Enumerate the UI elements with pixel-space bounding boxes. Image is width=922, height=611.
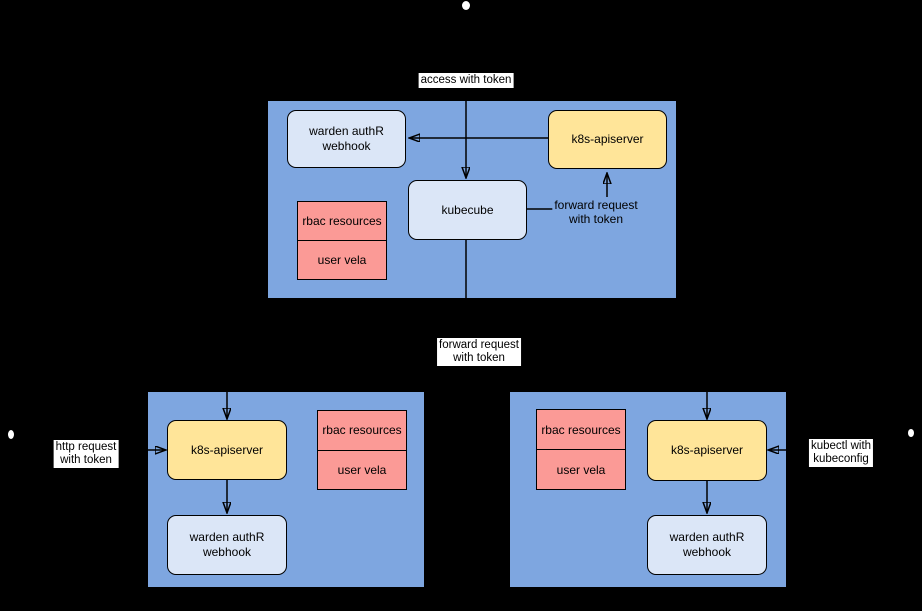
right-apiserver-node: k8s-apiserver bbox=[647, 420, 767, 481]
right-rbac-stack: rbac resources user vela bbox=[536, 409, 626, 490]
left-rbac-resources-cell: rbac resources bbox=[322, 423, 402, 438]
right-user-vela-cell: user vela bbox=[537, 449, 625, 489]
forward-request-top-label: forward request with token bbox=[552, 197, 640, 227]
top-rbac-resources-cell: rbac resources bbox=[302, 214, 382, 228]
kubecube-node: kubecube bbox=[408, 180, 527, 240]
left-apiserver-node: k8s-apiserver bbox=[167, 420, 287, 480]
access-with-token-label: access with token bbox=[418, 73, 514, 88]
top-rbac-stack: rbac resources user vela bbox=[297, 201, 387, 280]
top-user-vela-cell: user vela bbox=[298, 240, 386, 279]
top-warden-webhook-node: warden authR webhook bbox=[287, 110, 406, 168]
kubectl-kubeconfig-label: kubectl with kubeconfig bbox=[808, 439, 874, 467]
top-apiserver-node: k8s-apiserver bbox=[548, 110, 667, 169]
right-rbac-resources-cell: rbac resources bbox=[541, 422, 621, 437]
forward-request-mid-label: forward request with token bbox=[437, 338, 521, 366]
right-user-icon bbox=[908, 429, 914, 437]
left-user-vela-cell: user vela bbox=[318, 449, 406, 490]
left-rbac-stack: rbac resources user vela bbox=[317, 410, 407, 490]
left-user-icon bbox=[8, 430, 14, 439]
top-user-icon bbox=[462, 1, 470, 10]
http-request-label: http request with token bbox=[53, 440, 119, 468]
left-warden-webhook-node: warden authR webhook bbox=[167, 515, 287, 575]
right-warden-webhook-node: warden authR webhook bbox=[647, 515, 767, 575]
